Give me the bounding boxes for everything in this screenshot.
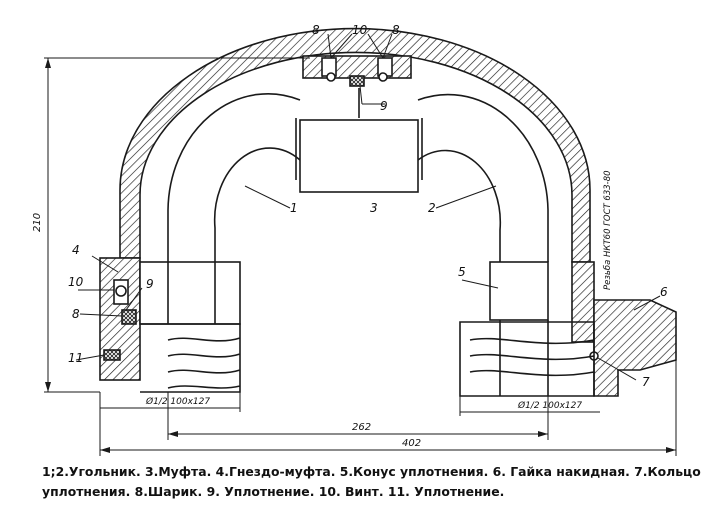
seal-11-left [103,349,121,361]
coupling-3 [299,119,419,193]
label-6: 6 [660,285,668,299]
swivel-joint-drawing: 8 10 8 9 1 3 2 4 10 9 8 11 5 6 7 210 262… [32,23,677,456]
top-block [302,55,412,79]
label-7: 7 [642,375,650,389]
caption-line-2: уплотнения. 8.Шарик. 9. Уплотнение. 10. … [42,484,505,499]
dim-thread-left: Ø1/2 100x127 [145,396,210,407]
ball-8-left-socket [115,285,127,297]
label-1: 1 [290,201,298,215]
label-4: 4 [72,243,80,257]
ball-8-left [326,72,336,82]
label-8-top-right: 8 [392,23,400,37]
right-pipe [459,321,595,397]
label-8-left: 8 [72,307,80,321]
dim-thread-nut: Резьба НКТ60 ГОСТ 633-80 [603,170,613,290]
figure-caption: 1;2.Угольник. 3.Муфта. 4.Гнездо-муфта. 5… [42,462,712,502]
left-thread [140,323,241,393]
cone-5 [489,261,549,321]
label-8-top-left: 8 [312,23,320,37]
elbow-inner-bore [213,147,502,262]
seal-9-top [349,75,365,87]
seal-9-left [121,309,137,325]
label-10-top: 10 [352,23,368,37]
dim-thread-right: Ø1/2 100x127 [517,400,582,411]
union-nut-6 [593,299,677,397]
dim-262: 262 [352,422,371,433]
label-10-left: 10 [68,275,84,289]
caption-line-1: 1;2.Угольник. 3.Муфта. 4.Гнездо-муфта. 5… [42,464,701,479]
label-9-top: 9 [380,99,388,113]
ball-8-right [378,72,388,82]
right-collar-hatched [571,261,595,343]
label-2: 2 [428,201,436,215]
dim-402: 402 [402,438,421,449]
elbow-inner-contour [167,93,549,262]
label-11: 11 [68,351,83,365]
label-9-left: 9 [146,277,154,291]
label-3: 3 [370,201,378,215]
dim-210: 210 [32,213,43,232]
label-5: 5 [458,265,466,279]
left-pipe-body [139,261,241,325]
